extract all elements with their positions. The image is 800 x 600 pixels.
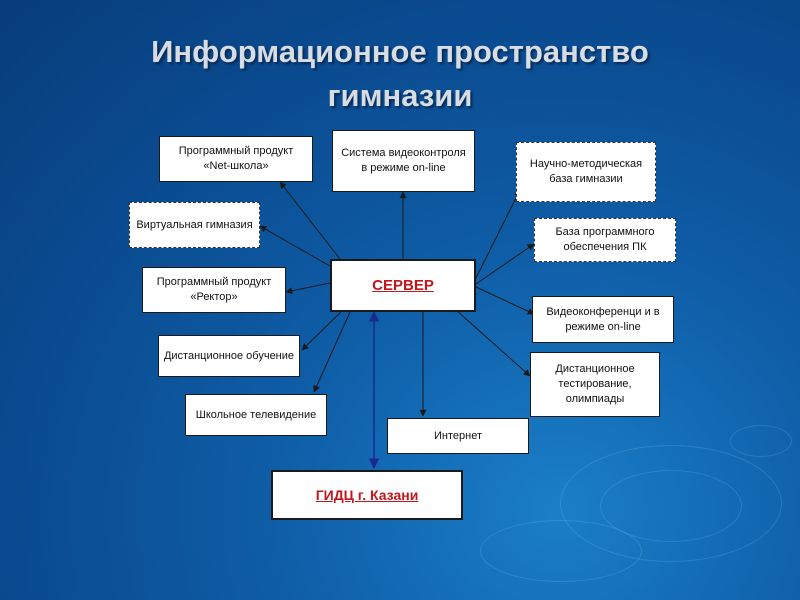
- node-gidc-label: ГИДЦ г. Казани: [315, 486, 419, 503]
- slide-title: Информационное пространство гимназии: [0, 30, 800, 118]
- node-rector-label: Программный продукт «Ректор»: [156, 276, 272, 303]
- node-video-control-label: Система видеоконтроля в режиме on-line: [341, 147, 466, 174]
- title-line-1: Информационное пространство: [151, 34, 649, 69]
- node-science-base-label: Научно-методическая база гимназии: [529, 158, 643, 185]
- node-videoconf: Видеоконференци и в режиме on-line: [532, 296, 674, 343]
- node-net-school-label: Программный продукт «Net-школа»: [178, 145, 294, 172]
- ripple-decoration: [730, 425, 792, 457]
- node-video-control: Система видеоконтроля в режиме on-line: [332, 130, 475, 192]
- arrow-to-rector: [285, 282, 331, 295]
- arrow-to-distance-testing: [455, 309, 531, 377]
- node-software-base-label: База программного обеспечения ПК: [555, 226, 655, 253]
- node-server-label: СЕРВЕР: [372, 277, 434, 294]
- node-school-tv: Школьное телевидение: [185, 394, 327, 436]
- arrow-to-software-base: [475, 243, 535, 285]
- node-internet-label: Интернет: [434, 429, 482, 442]
- node-distance-testing-label: Дистанционное тестирование, олимпиады: [555, 363, 635, 405]
- node-server: СЕРВЕР: [330, 259, 476, 312]
- node-gidc: ГИДЦ г. Казани: [271, 470, 463, 520]
- node-school-tv-label: Школьное телевидение: [195, 408, 317, 421]
- node-internet: Интернет: [387, 418, 529, 454]
- node-distance-testing: Дистанционное тестирование, олимпиады: [530, 352, 660, 417]
- node-science-base: Научно-методическая база гимназии: [516, 142, 656, 202]
- title-line-2: гимназии: [327, 78, 473, 113]
- ripple-decoration: [480, 520, 642, 582]
- arrow-to-science-base: [475, 189, 521, 279]
- node-virtual-gym: Виртуальная гимназия: [129, 202, 260, 248]
- node-net-school: Программный продукт «Net-школа»: [159, 136, 313, 182]
- node-virtual-gym-label: Виртуальная гимназия: [136, 218, 253, 231]
- node-videoconf-label: Видеоконференци и в режиме on-line: [546, 305, 660, 333]
- node-distance-learning-label: Дистанционное обучение: [163, 349, 295, 362]
- arrow-to-net-school: [279, 181, 341, 260]
- arrow-to-distance-learning: [301, 306, 347, 351]
- node-distance-learning: Дистанционное обучение: [158, 335, 300, 377]
- node-software-base: База программного обеспечения ПК: [534, 218, 676, 262]
- arrow-to-videoconf: [475, 286, 535, 315]
- arrow-to-school-tv: [313, 311, 351, 393]
- arrow-to-virtual-gym: [259, 225, 331, 267]
- node-rector: Программный продукт «Ректор»: [142, 267, 286, 313]
- ripple-decoration: [560, 445, 782, 562]
